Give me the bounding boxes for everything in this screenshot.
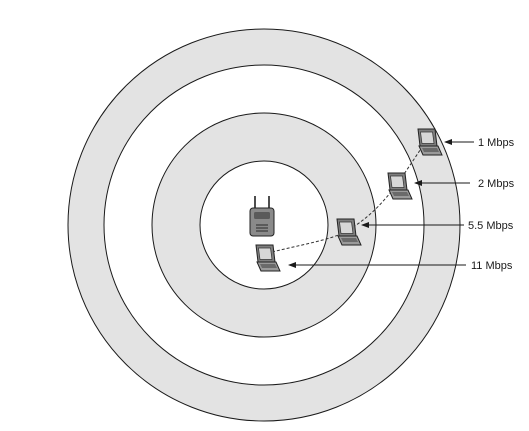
- rate-label-5-5mbps: 5.5 Mbps: [468, 220, 514, 232]
- rate-label-1mbps: 1 Mbps: [478, 137, 515, 149]
- rate-label-11mbps: 11 Mbps: [471, 260, 513, 272]
- rate-label-2mbps: 2 Mbps: [478, 178, 515, 190]
- roaming-path: [271, 143, 425, 253]
- callout-arrows: [288, 139, 474, 268]
- wireless-access-point-icon: [249, 196, 275, 237]
